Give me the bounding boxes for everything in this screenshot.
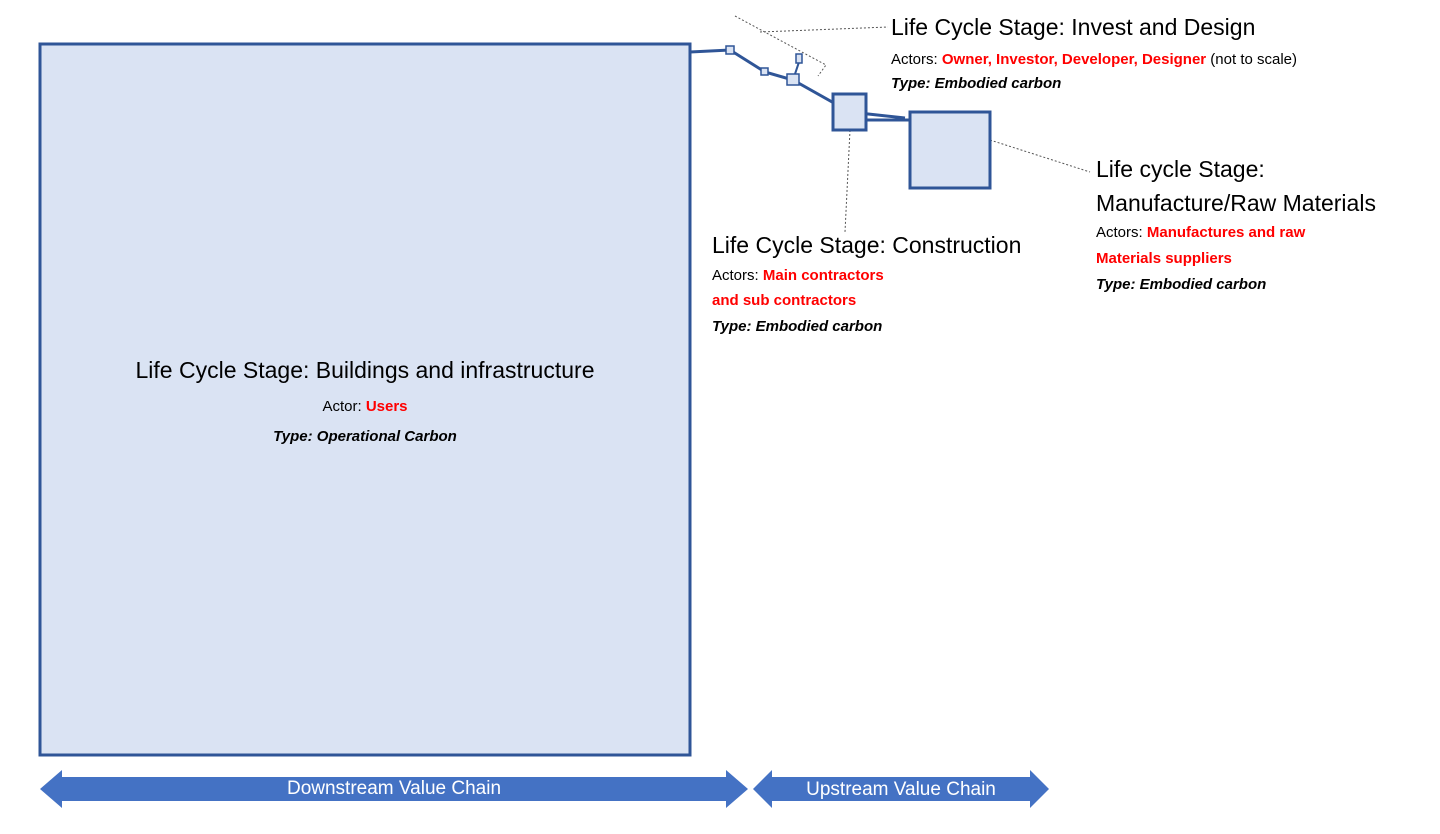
buildings-stage-box — [38, 42, 692, 757]
invest-stage-title: Life Cycle Stage: Invest and Design — [891, 14, 1256, 40]
construction-actor-line-1: Actors: Main contractors — [712, 265, 884, 286]
manufacture-type: Type: Embodied carbon — [1096, 276, 1267, 293]
manufacture-stage-box — [908, 110, 992, 190]
buildings-actor-line: Actor: Users — [40, 396, 690, 417]
invest-stage-box-4 — [795, 53, 803, 64]
construction-stage-title: Life Cycle Stage: Construction — [712, 232, 1022, 258]
buildings-stage-title: Life Cycle Stage: Buildings and infrastr… — [135, 357, 595, 383]
upstream-value-chain-label: Upstream Value Chain — [806, 779, 996, 800]
manufacture-stage-title-1: Life cycle Stage: — [1096, 156, 1265, 182]
manufacture-actor-line-1: Actors: Manufactures and raw — [1096, 222, 1305, 243]
construction-actor-2: and sub contractors — [712, 292, 857, 309]
invest-leader-line-top — [759, 26, 889, 33]
buildings-actor-prefix: Actor: — [322, 398, 366, 415]
manufacture-actor-2: Materials suppliers — [1096, 250, 1232, 267]
downstream-value-chain-label: Downstream Value Chain — [286, 778, 502, 799]
invest-actor-prefix: Actors: — [891, 51, 942, 68]
invest-actor: Owner, Investor, Developer, Designer — [941, 51, 1207, 68]
invest-stage-box-1 — [725, 45, 735, 55]
invest-type: Type: Embodied carbon — [891, 75, 1062, 92]
construction-actor-prefix: Actors: — [712, 267, 763, 284]
upstream-value-chain-arrow — [753, 770, 1049, 808]
invest-leader-line — [734, 15, 827, 77]
downstream-value-chain-arrow — [40, 770, 748, 808]
invest-stage-box-3 — [786, 73, 800, 86]
manufacture-actor-prefix: Actors: — [1096, 224, 1147, 241]
manufacture-stage-title-2: Manufacture/Raw Materials — [1096, 190, 1376, 216]
invest-actor-line: Actors: Owner, Investor, Developer, Desi… — [891, 49, 1297, 70]
manufacture-actor-1: Manufactures and raw — [1146, 224, 1306, 241]
buildings-actor: Users — [365, 398, 408, 415]
manufacture-leader-line — [989, 139, 1091, 173]
invest-note: (not to scale) — [1206, 51, 1298, 68]
construction-type: Type: Embodied carbon — [712, 318, 883, 335]
construction-actor-1: Main contractors — [762, 267, 884, 284]
construction-leader-line — [844, 129, 851, 233]
construction-stage-box — [831, 92, 868, 132]
invest-stage-box-2 — [760, 67, 769, 76]
buildings-type: Type: Operational Carbon — [273, 428, 457, 445]
